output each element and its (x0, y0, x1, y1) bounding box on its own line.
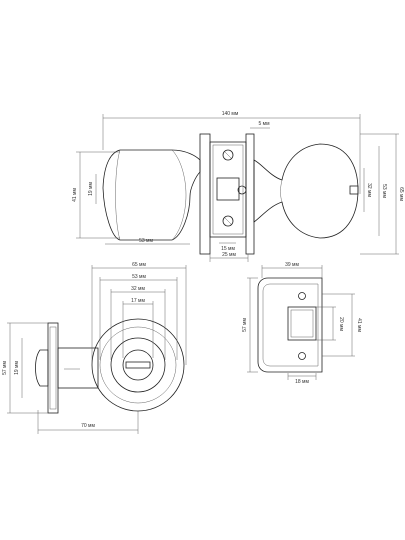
dim-d-53: 53 мм (132, 274, 146, 280)
strike-screw-top (298, 292, 306, 300)
dim-strike-width: 39 мм (285, 262, 299, 268)
strike-window (287, 306, 317, 341)
strike-screw-bottom (298, 352, 306, 360)
rose-middle (110, 337, 166, 393)
strike-view: 39 мм 57 мм 20 мм 41 мм 18 мм (242, 262, 362, 385)
turn-slot (125, 361, 151, 369)
screw-top (222, 149, 234, 161)
left-knob (102, 149, 201, 241)
screw-bottom (222, 215, 234, 227)
dim-d-32: 32 мм (131, 286, 145, 292)
latch-barrel (57, 347, 99, 389)
dim-right-32: 32 мм (366, 183, 372, 197)
dim-knob-depth: 53 мм (139, 238, 153, 244)
right-rose (245, 133, 255, 255)
latch-slot (216, 177, 240, 201)
dim-outer-65: 65 мм (132, 262, 146, 268)
dim-rose-depth: 25 мм (222, 252, 236, 258)
center-body (209, 141, 247, 238)
strike-plate (257, 277, 323, 373)
dim-backset: 70 мм (81, 423, 95, 429)
dim-window-41: 41 мм (356, 318, 362, 332)
dim-spindle: 15 мм (221, 246, 235, 252)
rose-inner (122, 349, 154, 381)
dim-d-17: 17 мм (131, 298, 145, 304)
dim-latch-offset: 5 мм (258, 121, 270, 127)
bottom-left-view: 65 мм 53 мм 32 мм 17 мм 57 мм 19 мм 70 м… (2, 262, 187, 434)
dim-right-65: 65 мм (398, 187, 404, 201)
dim-knob-diameter: 41 мм (72, 188, 78, 202)
button (349, 185, 359, 195)
top-view: 140 мм 5 мм 19 мм 41 мм 53 мм 15 мм 25 м… (72, 111, 404, 262)
dim-plate-height: 57 мм (2, 361, 8, 375)
dim-plate-width: 19 мм (14, 361, 20, 375)
dim-knob-small: 19 мм (88, 182, 94, 196)
right-knob (253, 143, 359, 239)
latch-plate (47, 322, 59, 414)
dim-overall-length: 140 мм (222, 111, 239, 117)
latch-tongue (35, 349, 49, 387)
rose-outer (91, 318, 185, 412)
left-rose (199, 133, 211, 255)
dim-window-20: 20 мм (338, 317, 344, 331)
dim-strike-height: 57 мм (242, 318, 248, 332)
dim-right-53: 53 мм (381, 184, 387, 198)
dim-bottom-18: 18 мм (295, 379, 309, 385)
